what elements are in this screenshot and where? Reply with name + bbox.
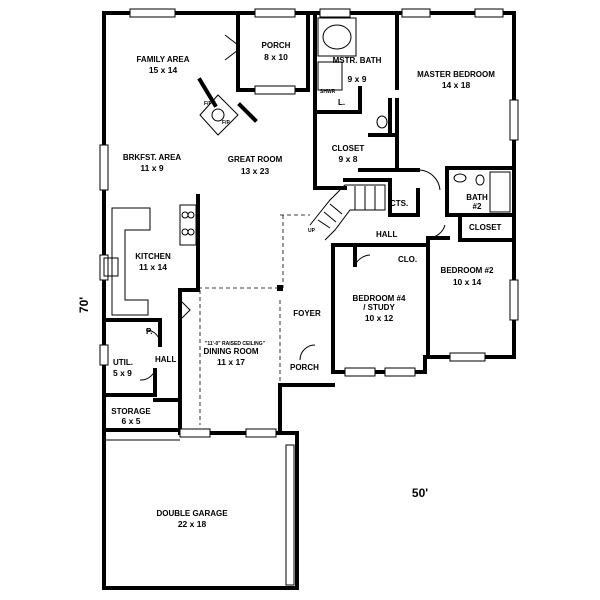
room-size-dining: 11 x 17 [217,357,245,367]
room-name-garage: DOUBLE GARAGE [156,509,228,518]
sink [103,257,119,277]
sink [453,173,467,183]
tub-basin [322,24,352,50]
doors [139,34,446,381]
room-name-dining: DINING ROOM [203,347,258,356]
window [344,367,376,377]
depth-dimension: 70' [77,297,91,313]
kitchen-counter [111,207,151,316]
window [319,8,351,18]
room-size-mstr-bath: 9 x 9 [348,74,367,84]
window [449,352,486,362]
fireplace-core [211,108,225,122]
room-name-master-bedroom: MASTER BEDROOM [417,70,495,79]
door [299,344,316,361]
closet-small-label: CLOSET [469,223,502,232]
window [509,279,519,321]
room-name-family: FAMILY AREA [136,55,189,64]
tub [489,171,511,213]
window [245,428,277,438]
window [509,99,519,141]
shower-label: SHWR [320,89,336,95]
cts-label: CTS. [390,199,408,208]
room-size-brkfst: 11 x 9 [140,163,163,173]
room-size-storage: 6 x 5 [122,416,141,426]
toilet [376,115,388,129]
window [254,85,296,95]
room-size-closet: 9 x 8 [339,154,358,164]
room-name-great-room: GREAT ROOM [228,155,283,164]
width-dimension: 50' [412,486,428,500]
fireplace-label-top: F/P [204,101,212,107]
room-size-bedroom4: 10 x 12 [365,313,394,323]
windows [99,8,519,586]
window [254,8,296,18]
overall-dimensions: 70' 50' [77,297,428,500]
room-size-family: 15 x 14 [149,65,178,75]
room-size-bedroom2: 10 x 14 [453,277,482,287]
window [99,144,109,191]
ceiling-lines [198,214,310,425]
window [179,428,211,438]
room-name-kitchen: KITCHEN [135,252,171,261]
fixtures [103,17,511,441]
hall-label: HALL [376,230,397,239]
fireplace-label-bottom: F/P [222,120,230,126]
room-name-storage: STORAGE [111,407,151,416]
room-name-bedroom2: BEDROOM #2 [441,266,494,275]
door [419,169,441,191]
door [427,224,446,239]
stairs-up-label: UP [308,228,316,234]
linen-label: L. [338,98,345,107]
column [277,285,283,291]
exterior-walls [102,11,516,590]
room-size-master-bedroom: 14 x 18 [442,80,471,90]
room-size-util: 5 x 9 [113,368,132,378]
door [354,254,371,266]
hall-left-label: HALL [155,355,176,364]
annotations: F/P F/P SHWR L. CTS. UP HALL CLOSET CLO.… [146,89,502,372]
door [179,299,191,321]
door [145,329,161,346]
porch-front-label: PORCH [290,363,319,372]
pantry-label: P. [146,327,153,336]
room-name-bedroom4-study: / STUDY [363,303,395,312]
room-name-mstr-bath: MSTR. BATH [333,56,382,65]
foyer-label: FOYER [293,309,321,318]
window [129,8,176,18]
room-name-bedroom4: BEDROOM #4 [353,294,406,303]
room-size-kitchen: 11 x 14 [139,262,167,272]
room-size-great-room: 13 x 23 [241,166,270,176]
window [474,8,504,18]
room-name-brkfst: BRKFST. AREA [123,153,182,162]
room-name-porch-rear: PORCH [262,41,291,50]
fireplace [199,94,239,136]
room-size-garage: 22 x 18 [178,519,207,529]
room-size-porch-rear: 8 x 10 [264,52,288,62]
stairs [309,184,386,241]
window [384,367,416,377]
room-name-closet: CLOSET [332,144,365,153]
door [139,369,156,381]
toilet [475,174,485,186]
range [179,204,197,246]
room-name-util: UTIL. [113,358,133,367]
shower [317,61,343,91]
room-labels: FAMILY AREA 15 x 14 PORCH 8 x 10 MSTR. B… [111,41,495,529]
door [224,34,239,61]
garage-door [285,444,295,586]
tub [317,17,357,57]
room-name-bath2: BATH [466,193,488,202]
clo-label: CLO. [398,255,417,264]
room-size-bath2: #2 [473,202,482,211]
window [99,344,109,366]
dining-ceiling-note: "11'-0" RAISED CEILING" [205,341,266,347]
window [401,8,431,18]
